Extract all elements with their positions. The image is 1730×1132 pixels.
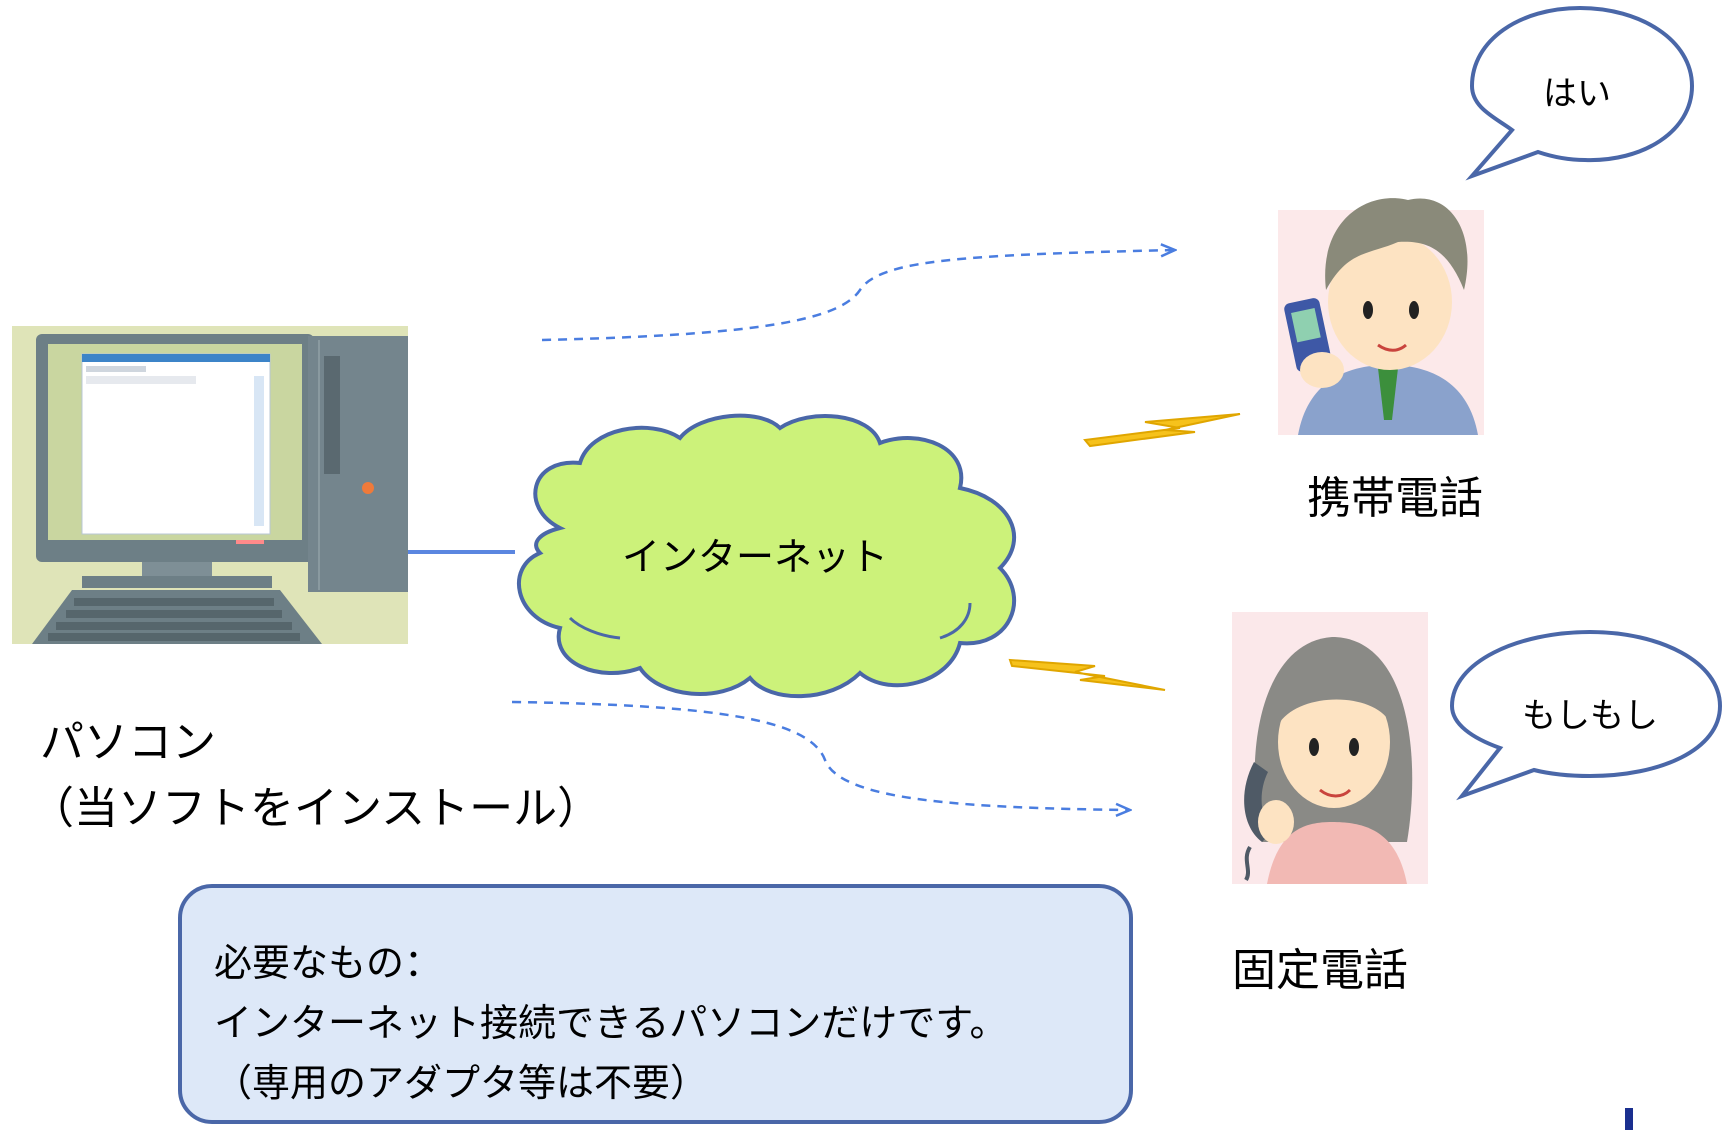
upper-dashed-arrow: [541, 250, 1175, 342]
page-marker: [1625, 1108, 1633, 1130]
mobile-speech-bubble: [1465, 5, 1695, 181]
woman-with-landline-phone-illustration: [1232, 612, 1428, 884]
landline-speech-bubble: [1449, 629, 1723, 801]
mobile-phone-label: 携帯電話: [1307, 473, 1483, 524]
desktop-pc-illustration: [12, 326, 408, 644]
note-text: インターネット接続できるパソコンだけです。: [214, 1001, 1008, 1045]
pc-label: パソコン: [40, 717, 216, 768]
man-with-mobile-phone-illustration: [1278, 198, 1484, 435]
note-subtext: （専用のアダプタ等は不要）: [214, 1061, 709, 1105]
internet-cloud: [516, 413, 1017, 699]
lower-dashed-arrow: [511, 700, 1130, 810]
pc-sublabel: （当ソフトをインストール）: [30, 783, 602, 834]
note-heading: 必要なもの：: [214, 941, 443, 985]
mobile-speech-text: はい: [1543, 74, 1611, 114]
landline-phone-label: 固定電話: [1232, 945, 1408, 996]
mobile-signal-lightning: [1083, 413, 1241, 448]
landline-signal-lightning: [1008, 658, 1166, 691]
landline-speech-text: もしもし: [1522, 696, 1658, 736]
requirements-note-box: 必要なもの： インターネット接続できるパソコンだけです。 （専用のアダプタ等は不…: [178, 884, 1133, 1124]
internet-label: インターネット: [622, 535, 889, 579]
